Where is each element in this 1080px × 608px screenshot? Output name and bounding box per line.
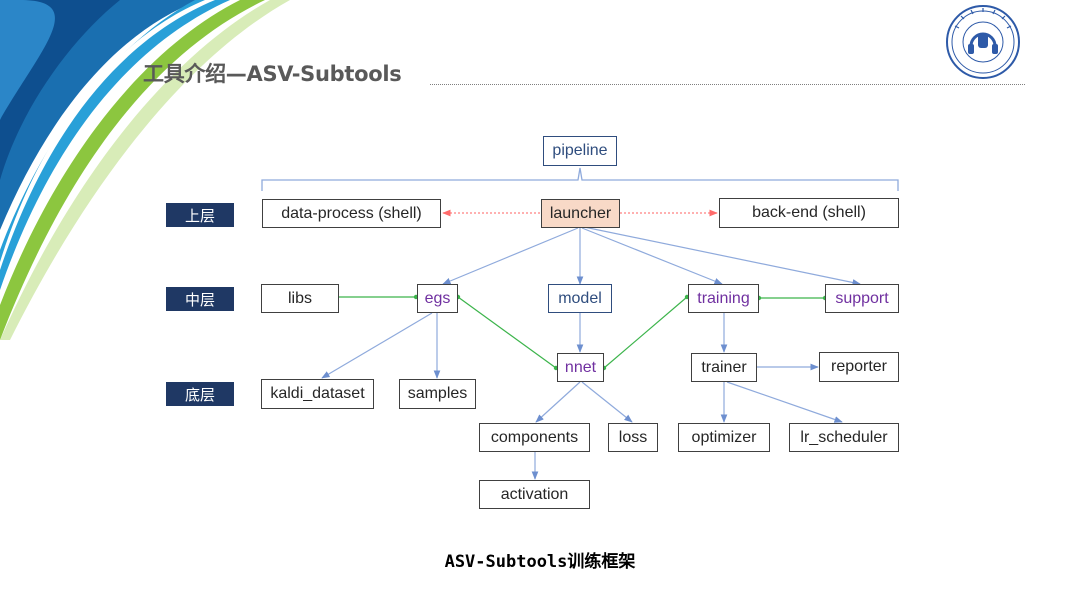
arrow-launcher-to-support: [583, 226, 861, 286]
node-training: training: [688, 284, 759, 313]
node-trainer: trainer: [691, 353, 757, 382]
node-optimizer: optimizer: [678, 423, 770, 452]
title-divider: [430, 84, 1025, 85]
node-components: components: [479, 423, 590, 452]
node-back-end: back-end (shell): [719, 198, 899, 228]
figure-caption: ASV-Subtools训练框架: [444, 552, 636, 572]
lab-logo: [946, 5, 1020, 79]
node-pipeline: pipeline: [543, 136, 617, 166]
node-libs: libs: [261, 284, 339, 313]
link-egs-nnet: [457, 296, 557, 369]
node-lr-scheduler: lr_scheduler: [789, 423, 899, 452]
arrow-launcher-to-egs: [442, 227, 579, 285]
node-kaldi-dataset: kaldi_dataset: [261, 379, 374, 409]
node-support: support: [825, 284, 899, 313]
decorative-swoosh: [0, 0, 290, 340]
pipeline-brace: [261, 167, 899, 191]
node-launcher: launcher: [541, 199, 620, 228]
arrow-egs-to-kaldi-dataset: [321, 312, 433, 379]
node-egs: egs: [417, 284, 458, 313]
arrow-launcher-to-training: [581, 227, 723, 285]
node-model: model: [548, 284, 612, 313]
node-reporter: reporter: [819, 352, 899, 382]
node-data-process: data-process (shell): [262, 199, 441, 228]
layer-tag-upper: 上层: [166, 203, 234, 227]
arrow-nnet-to-loss: [581, 381, 633, 423]
node-samples: samples: [399, 379, 476, 409]
layer-tag-middle: 中层: [166, 287, 234, 311]
node-nnet: nnet: [557, 353, 604, 382]
layer-tag-lower: 底层: [166, 382, 234, 406]
node-loss: loss: [608, 423, 658, 452]
arrow-trainer-to-lr-scheduler: [726, 381, 843, 423]
arrow-nnet-to-components: [535, 381, 581, 423]
node-activation: activation: [479, 480, 590, 509]
slide-title: 工具介绍—ASV-Subtools: [143, 62, 402, 86]
link-nnet-training: [603, 296, 688, 369]
